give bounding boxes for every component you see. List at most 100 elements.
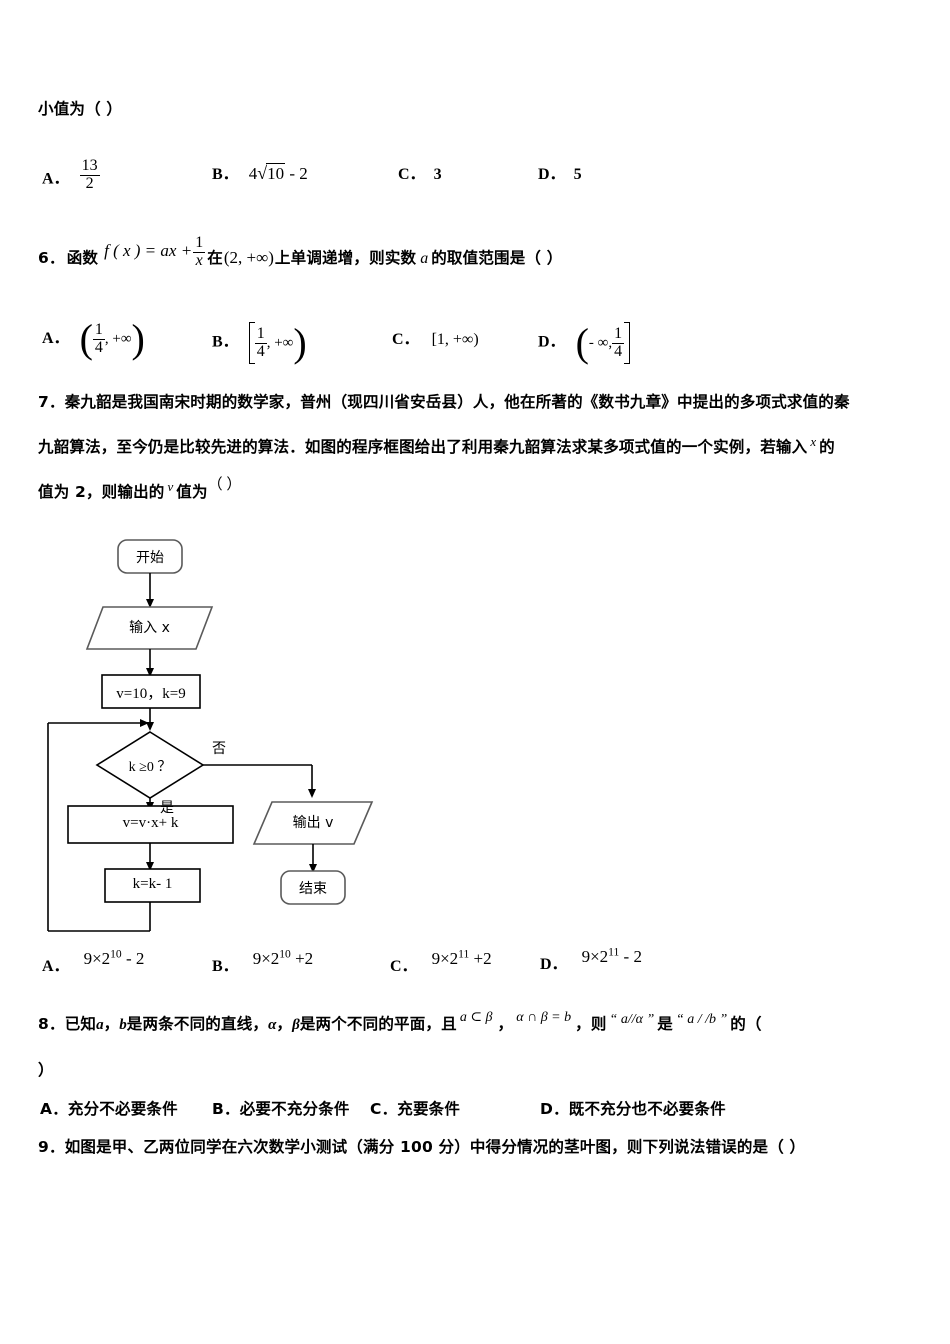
q6-option-c: C． [1, +∞) [392, 325, 479, 349]
q7-option-a: A． 9×210 - 2 [42, 947, 145, 976]
q6-option-a-num: 1 [94, 321, 103, 338]
q7-option-a-exp: 10 [110, 947, 122, 961]
q5-option-b-tail: - 2 [289, 164, 308, 183]
q7-option-b-label: B． [212, 958, 239, 975]
q8-option-b-text: 必要不充分条件 [239, 1100, 350, 1118]
q6-option-d-lead: - ∞, [588, 334, 613, 351]
q6-option-b-label: B． [212, 333, 239, 351]
q8-comma: ， [497, 1015, 514, 1033]
q6-option-a-fraction: 1 4 [92, 321, 105, 356]
q6-option-b: B． 1 4 , +∞ ) [212, 322, 307, 364]
q7-line3-paren: （ ） [207, 477, 242, 493]
q6-option-a-den: 4 [92, 338, 105, 356]
q6-option-b-rest: , +∞ [266, 334, 294, 351]
q6-number: 6． [38, 248, 65, 267]
flow-node-start [117, 539, 183, 574]
q6-function-lhs: f ( x ) = ax + [104, 240, 193, 260]
q6-option-b-open-bracket [248, 322, 255, 364]
q6-option-d-label: D． [538, 333, 566, 351]
q5-option-b-radicand: 10 [266, 163, 286, 183]
q6-function-den: x [193, 251, 206, 270]
q8-option-a-text: 充分不必要条件 [67, 1100, 178, 1118]
q9-text: 如图是甲、乙两位同学在六次数学小测试（满分 100 分）中得分情况的茎叶图，则下… [64, 1138, 806, 1156]
q7-option-b-exp: 10 [279, 947, 291, 961]
q8-text-c: 是两条不同的直线， [126, 1015, 269, 1033]
q5-option-b-value: 4√10 - 2 [248, 163, 308, 183]
q8-option-c: C．充要条件 [370, 1097, 460, 1119]
q7-option-a-tail: - 2 [125, 949, 145, 968]
q6-option-d-fraction: 1 4 [612, 325, 625, 360]
flow-node-init [101, 674, 201, 709]
q8-option-b: B．必要不充分条件 [212, 1097, 350, 1119]
q9-number: 9． [38, 1138, 65, 1156]
q6-option-c-value: [1, +∞) [431, 331, 479, 348]
q6-lead: 函数 [66, 248, 99, 267]
q7-option-c-tail: +2 [473, 949, 492, 968]
q6-option-c-label: C． [392, 331, 420, 348]
q6-option-d-open: ( [575, 319, 589, 365]
q7-option-a-value: 9×210 - 2 [83, 947, 145, 968]
q5-stem: 小值为（ ） [38, 100, 123, 118]
flow-node-input [85, 606, 214, 650]
q6-tail2: 的取值范围是（ ） [431, 248, 563, 267]
q6-tail: 上单调递增，则实数 [274, 248, 417, 267]
q6-option-a-rest: , +∞ [104, 330, 132, 347]
q6-variable: a [420, 249, 429, 267]
q7-line1: 秦九韶是我国南宋时期的数学家，普州（现四川省安岳县）人，他在所著的《数书九章》中… [64, 393, 850, 411]
q5-option-c: C． 3 [398, 160, 442, 184]
q7-option-a-label: A． [42, 958, 70, 975]
q6-option-a: A． ( 1 4 , +∞ ) [42, 315, 145, 361]
q6-option-a-interval: ( 1 4 , +∞ ) [80, 315, 145, 361]
q5-option-c-value: 3 [433, 166, 442, 183]
q8-option-d: D．既不充分也不必要条件 [540, 1097, 726, 1119]
q5-option-b: B． 4√10 - 2 [212, 160, 308, 184]
q5-option-d-value: 5 [573, 166, 582, 183]
q6-option-b-fraction: 1 4 [254, 325, 267, 360]
flow-node-decrement [104, 868, 201, 903]
q8-option-a-label: A． [40, 1100, 68, 1118]
q8-var-a: a [96, 1017, 104, 1033]
q5-option-b-coef: 4 [248, 164, 258, 183]
q8-var-beta: β [292, 1017, 300, 1033]
q6-domain: (2, +∞) [223, 247, 274, 267]
q7-line3-var: v [167, 479, 174, 494]
q7-option-a-base: 9×2 [83, 949, 111, 968]
q6-option-a-close: ) [131, 315, 145, 361]
q7-line2-var: x [810, 434, 817, 449]
q7-number: 7． [38, 393, 65, 411]
q5-option-c-label: C． [398, 166, 426, 183]
q5-option-a-label: A． [42, 170, 70, 188]
q8-text-h: 的（ [730, 1015, 762, 1033]
q7-line3b: 值为 [176, 483, 208, 501]
q8-text-e: 是两个不同的平面，且 [299, 1015, 457, 1033]
q6-option-b-close: ) [293, 319, 307, 365]
flow-node-condition [95, 731, 205, 799]
q6-option-d-interval: ( - ∞, 1 4 [576, 322, 631, 364]
q7-option-b: B． 9×210 +2 [212, 947, 313, 976]
q8-number: 8． [38, 1015, 65, 1033]
q6-mid: 在 [207, 248, 223, 267]
q8-option-d-text: 既不充分也不必要条件 [568, 1100, 726, 1118]
q7-option-d-base: 9×2 [581, 947, 609, 966]
q7-option-c: C． 9×211 +2 [390, 947, 492, 976]
q7-stem-line2: 九韶算法，至今仍是比较先进的算法．如图的程序框图给出了利用秦九韶算法求某多项式值… [38, 434, 835, 457]
q5-option-b-label: B． [212, 166, 239, 183]
q8-condition-1: a ⊂ β [459, 1010, 493, 1025]
q5-option-d: D． 5 [538, 160, 582, 184]
q5-option-d-label: D． [538, 166, 566, 183]
q6-option-a-label: A． [42, 329, 70, 347]
q5-option-a-fraction: 13 2 [79, 157, 100, 192]
q8-option-b-label: B． [212, 1100, 240, 1118]
q8-var-alpha: α [268, 1017, 277, 1033]
q8-condition-2: α ∩ β = b [516, 1010, 572, 1025]
q8-option-c-text: 充要条件 [397, 1100, 461, 1118]
q7-option-c-base: 9×2 [431, 949, 459, 968]
q8-quote-1: “ a//α ” [609, 1012, 655, 1027]
q8-text-d: ， [276, 1015, 293, 1033]
flow-node-end [280, 870, 346, 905]
q7-option-c-label: C． [390, 958, 418, 975]
q7-option-d-value: 9×211 - 2 [581, 945, 642, 966]
